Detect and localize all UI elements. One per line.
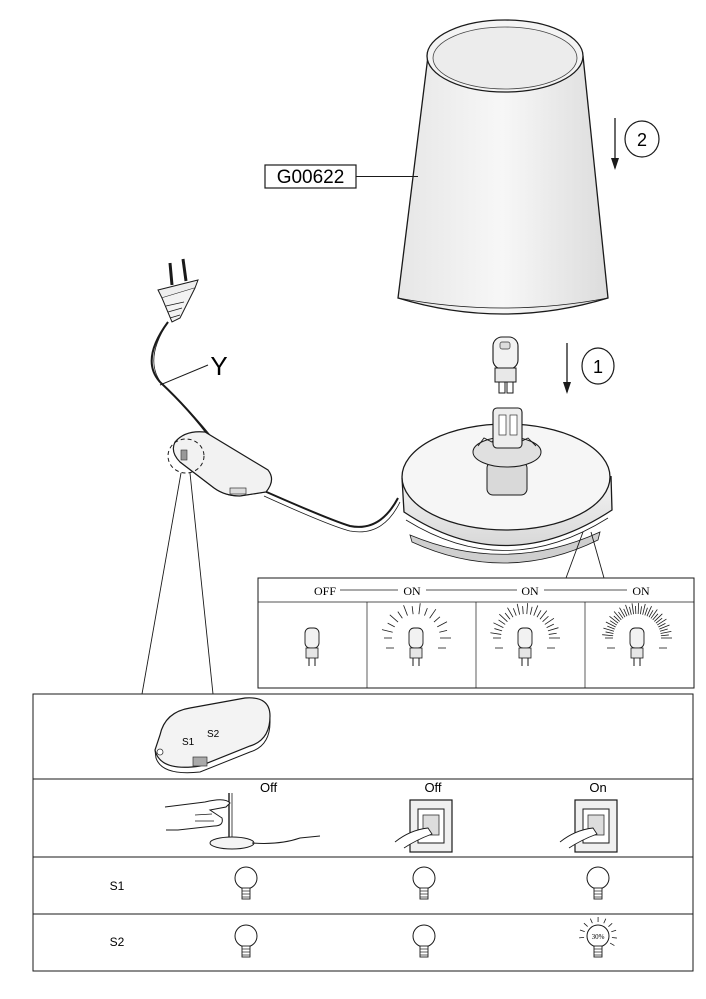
level-label-on-2: ON [521, 584, 539, 598]
dimmer-level-strip: OFF ON ON ON [257, 577, 695, 689]
inline-dimmer-switch [167, 431, 273, 497]
state-label-wall-off: Off [424, 780, 441, 795]
part-number-text: G00622 [277, 167, 345, 188]
cable-label-text: Y [210, 351, 227, 381]
strip-bulb-3 [602, 603, 672, 666]
hand-touch-illustration [164, 793, 321, 850]
cable-label-y: Y [159, 351, 228, 386]
euro-plug [157, 258, 199, 323]
level-label-on-3: ON [632, 584, 650, 598]
strip-bulb-0 [304, 627, 320, 666]
lampholder [472, 407, 542, 496]
table-bulb-r0-c0 [234, 866, 258, 900]
table-bulb-r0-c2 [586, 866, 610, 900]
wall-switch-on [559, 799, 618, 853]
step-2-indicator: 2 [611, 118, 660, 170]
row-label-s2: S2 [110, 935, 125, 949]
lamp-shade [397, 19, 609, 315]
dim-percent-label: 30% [592, 933, 605, 941]
table-bulb-r1-c2: 30% [579, 916, 617, 958]
switch-label-s2: S2 [207, 729, 220, 740]
callout-lines [141, 472, 605, 695]
row-label-s1: S1 [110, 879, 125, 893]
g9-bulb [492, 336, 519, 394]
table-bulb-r1-c0 [234, 924, 258, 958]
state-label-wall-on: On [589, 780, 606, 795]
table-bulb-r1-c1 [412, 924, 436, 958]
step-1-indicator: 1 [563, 343, 615, 394]
strip-bulb-1 [381, 603, 451, 666]
power-cable [150, 321, 401, 533]
level-label-off: OFF [314, 584, 336, 598]
switch-label-s1: S1 [182, 737, 195, 748]
strip-bulb-2 [490, 603, 560, 666]
step-2-number: 2 [637, 130, 647, 150]
state-label-touch: Off [260, 780, 277, 795]
level-label-on-1: ON [403, 584, 421, 598]
table-bulb-r0-c1 [412, 866, 436, 900]
step-1-number: 1 [593, 357, 603, 377]
part-number-label: G00622 [264, 164, 418, 189]
switch-unit-illustration: S1 S2 [154, 697, 271, 774]
wall-switch-off [394, 799, 453, 853]
